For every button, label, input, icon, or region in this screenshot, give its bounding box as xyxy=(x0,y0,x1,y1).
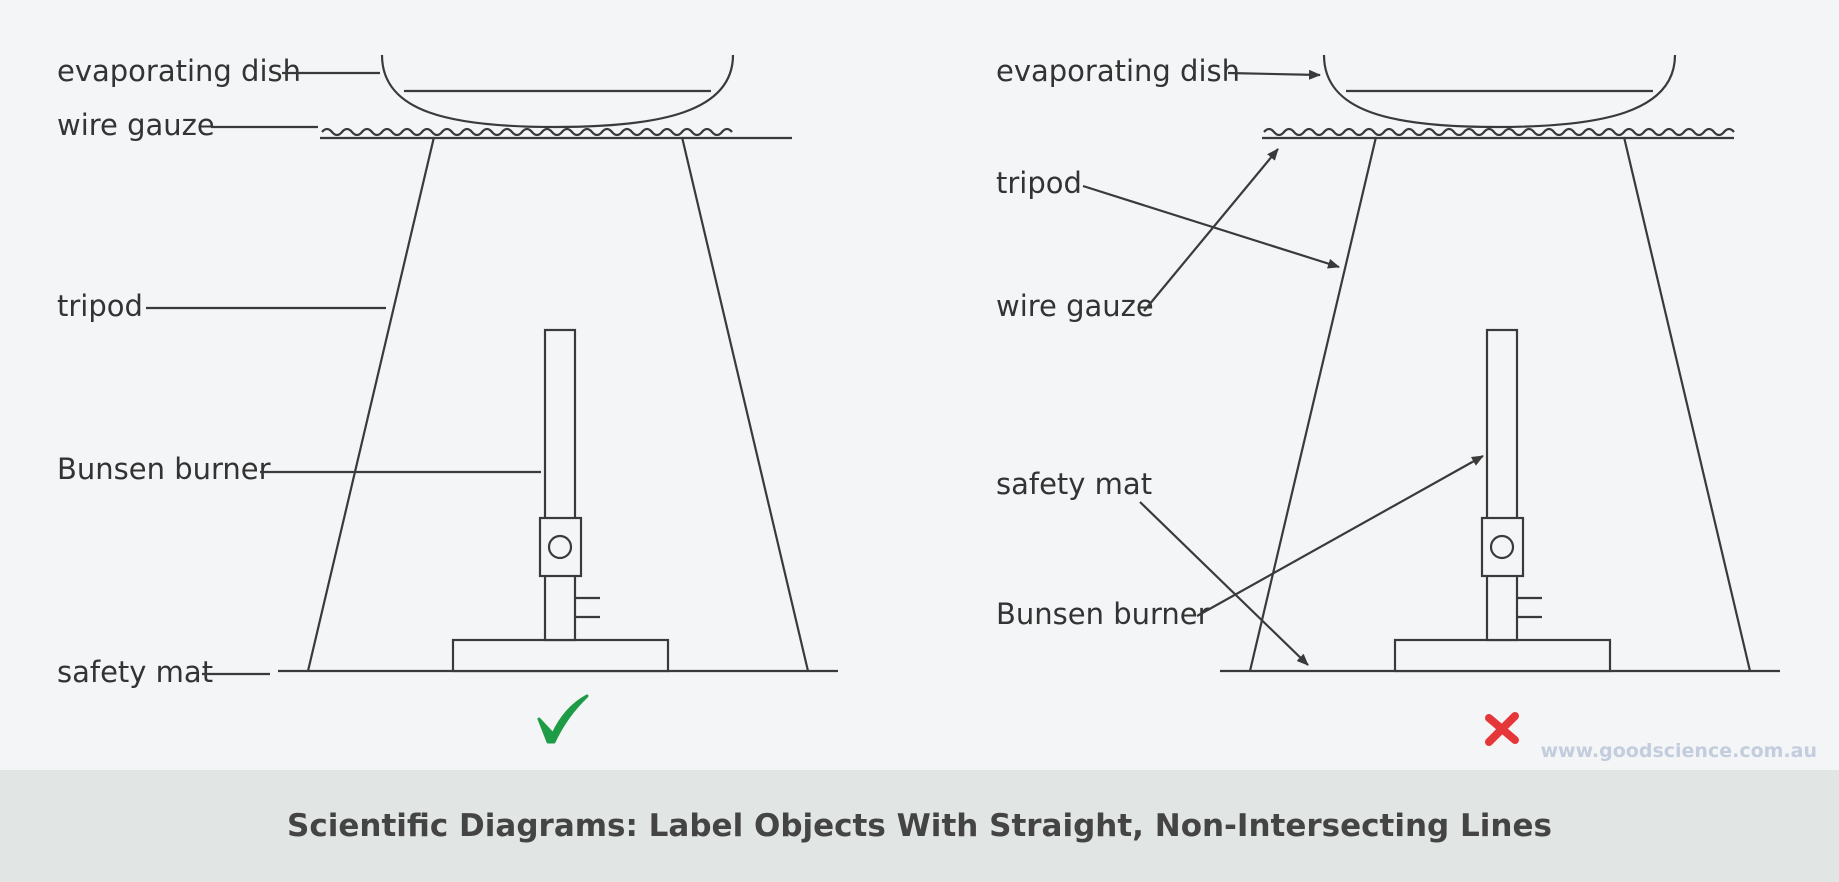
tripod-left-leg xyxy=(306,136,436,672)
tripod-right-leg xyxy=(680,136,810,672)
label-safety-mat: safety mat xyxy=(57,655,213,689)
correct-apparatus xyxy=(278,54,838,673)
incorrect-labels: evaporating dish tripod wire gauze safet… xyxy=(996,54,1484,666)
watermark: www.goodscience.com.au xyxy=(1540,740,1817,762)
incorrect-apparatus xyxy=(1220,54,1780,673)
arrow-safety-mat xyxy=(1139,501,1309,666)
label-bunsen-burner: Bunsen burner xyxy=(57,452,271,486)
label-bunsen-burner: Bunsen burner xyxy=(996,597,1210,631)
label-evaporating-dish: evaporating dish xyxy=(57,54,301,88)
label-tripod: tripod xyxy=(57,289,143,323)
burner-base xyxy=(1393,638,1612,673)
evaporating-dish xyxy=(380,54,735,129)
burner-tube xyxy=(1485,328,1519,642)
arrow-bunsen-burner xyxy=(1196,455,1484,617)
footer-title: Scientific Diagrams: Label Objects With … xyxy=(287,808,1552,844)
burner-base xyxy=(451,638,670,673)
label-wire-gauze: wire gauze xyxy=(996,289,1154,323)
label-evaporating-dish: evaporating dish xyxy=(996,54,1240,88)
air-hole xyxy=(547,534,573,560)
air-collar xyxy=(1480,516,1525,578)
tripod-left-leg xyxy=(1248,136,1378,672)
diagram-svg: evaporating dish wire gauze tripod Bunse… xyxy=(57,54,1780,746)
tripod-right-leg xyxy=(1622,136,1752,672)
footer-banner: Scientific Diagrams: Label Objects With … xyxy=(0,770,1839,882)
cross-mark-icon xyxy=(1485,712,1519,746)
air-collar xyxy=(538,516,583,578)
arrow-tripod xyxy=(1082,184,1340,269)
air-hole xyxy=(1489,534,1515,560)
label-tripod: tripod xyxy=(996,166,1082,200)
arrow-wire-gauze xyxy=(1143,148,1279,312)
evaporating-dish xyxy=(1322,54,1677,129)
arrow-evaporating-dish xyxy=(1227,69,1321,80)
correct-labels: evaporating dish wire gauze tripod Bunse… xyxy=(57,54,541,689)
diagram-stage: evaporating dish wire gauze tripod Bunse… xyxy=(57,54,1780,746)
label-safety-mat: safety mat xyxy=(996,467,1152,501)
check-mark-icon xyxy=(537,694,589,744)
burner-tube xyxy=(543,328,577,642)
label-wire-gauze: wire gauze xyxy=(57,108,215,142)
wire-gauze-mesh xyxy=(321,127,733,137)
wire-gauze-mesh xyxy=(1263,127,1735,137)
